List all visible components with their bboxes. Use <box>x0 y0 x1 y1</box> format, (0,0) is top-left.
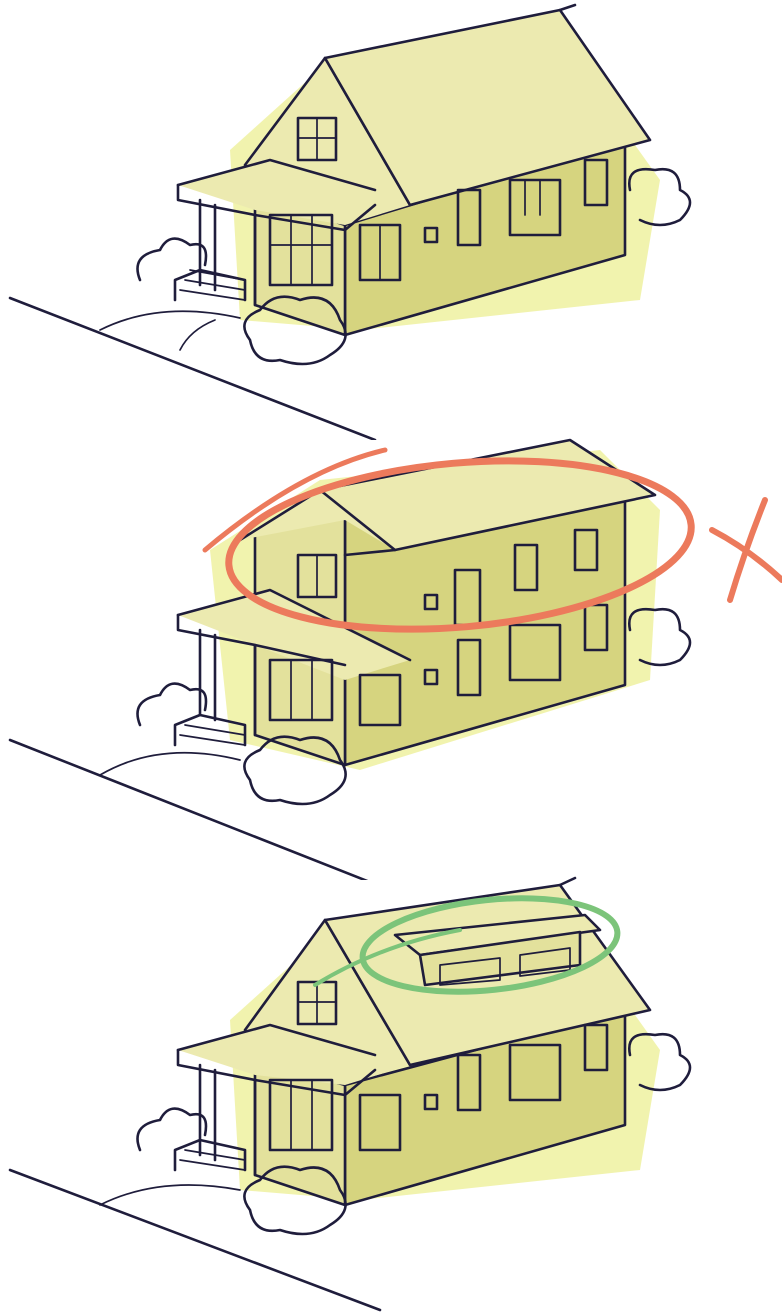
original-house-drawing <box>0 0 782 440</box>
walkway-curve <box>100 311 240 330</box>
panel-full-second-story <box>0 430 782 880</box>
panel-original-house <box>0 0 782 440</box>
panel-shed-dormer <box>0 870 782 1313</box>
second-story-drawing <box>0 430 782 880</box>
walkway-curve-2 <box>180 320 215 350</box>
shed-dormer-drawing <box>0 870 782 1313</box>
front-steps <box>175 1140 245 1170</box>
front-steps <box>175 270 245 300</box>
rejection-x-mark <box>712 500 782 600</box>
bush-left <box>138 239 207 280</box>
